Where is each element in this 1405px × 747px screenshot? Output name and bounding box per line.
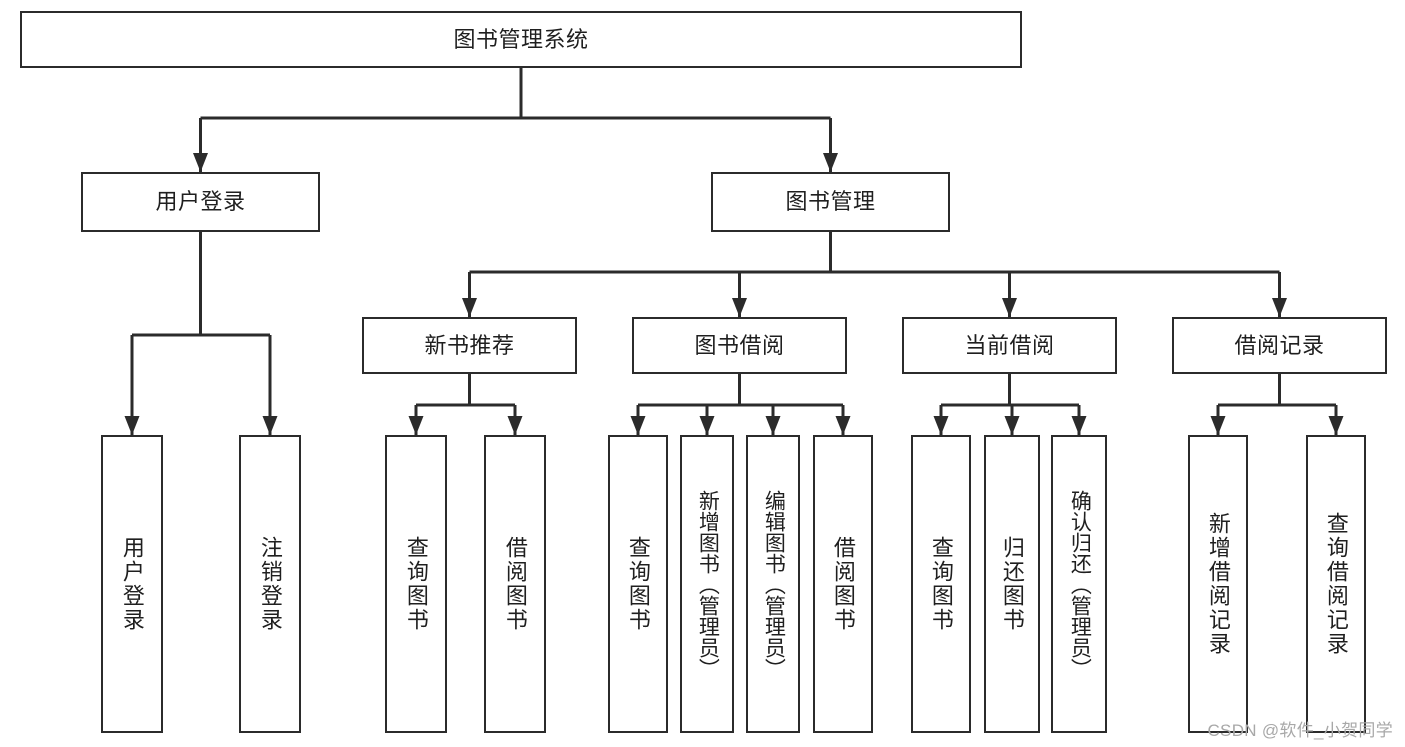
node-c1[interactable]: 查询图书 [911,435,971,733]
node-label: 当前借阅 [964,332,1055,358]
arrow-head-icon [823,153,838,172]
node-label: 新增图书（管理员） [696,489,720,679]
arrow-head-icon [1002,298,1017,317]
node-newrec[interactable]: 新书推荐 [362,317,577,374]
node-current[interactable]: 当前借阅 [902,317,1117,374]
arrow-head-icon [732,298,747,317]
node-label: 查询图书 [403,536,429,632]
node-label: 编辑图书（管理员） [762,489,786,679]
node-label: 用户登录 [155,189,246,215]
arrow-head-icon [1328,416,1344,435]
node-n1[interactable]: 查询图书 [385,435,447,733]
arrow-head-icon [1272,298,1287,317]
node-l2[interactable]: 注销登录 [239,435,301,733]
arrow-head-icon [193,153,208,172]
node-login[interactable]: 用户登录 [81,172,320,232]
node-h2[interactable]: 查询借阅记录 [1306,435,1366,733]
arrow-head-icon [765,416,781,435]
node-label: 图书借阅 [694,332,785,358]
node-root[interactable]: 图书管理系统 [20,11,1022,68]
node-bookmgmt[interactable]: 图书管理 [711,172,950,232]
arrow-head-icon [699,416,715,435]
node-b4[interactable]: 借阅图书 [813,435,873,733]
node-label: 用户登录 [119,536,145,632]
node-label: 确认归还（管理员） [1068,489,1092,679]
arrow-head-icon [1004,416,1020,435]
arrow-head-icon [124,416,140,435]
node-label: 查询图书 [928,536,954,632]
node-history[interactable]: 借阅记录 [1172,317,1387,374]
node-label: 借阅图书 [502,536,528,632]
arrow-head-icon [1210,416,1226,435]
node-b3[interactable]: 编辑图书（管理员） [746,435,800,733]
arrow-head-icon [630,416,646,435]
node-h1[interactable]: 新增借阅记录 [1188,435,1248,733]
node-label: 新书推荐 [424,332,515,358]
arrow-head-icon [1071,416,1087,435]
node-c2[interactable]: 归还图书 [984,435,1040,733]
arrow-head-icon [835,416,851,435]
node-label: 借阅记录 [1234,332,1325,358]
node-l1[interactable]: 用户登录 [101,435,163,733]
node-label: 新增借阅记录 [1205,512,1231,656]
node-label: 图书管理系统 [453,26,589,52]
node-n2[interactable]: 借阅图书 [484,435,546,733]
node-borrow[interactable]: 图书借阅 [632,317,847,374]
node-label: 查询图书 [625,536,651,632]
node-label: 借阅图书 [830,536,856,632]
arrow-head-icon [262,416,278,435]
node-b2[interactable]: 新增图书（管理员） [680,435,734,733]
arrow-head-icon [408,416,424,435]
node-c3[interactable]: 确认归还（管理员） [1051,435,1107,733]
node-label: 图书管理 [785,189,876,215]
node-b1[interactable]: 查询图书 [608,435,668,733]
arrow-head-icon [933,416,949,435]
arrow-head-icon [462,298,477,317]
node-label: 注销登录 [257,536,283,632]
watermark-text: CSDN @软件_小贺同学 [1207,721,1393,740]
node-label: 查询借阅记录 [1323,512,1349,656]
arrow-head-icon [507,416,523,435]
node-label: 归还图书 [999,536,1025,632]
